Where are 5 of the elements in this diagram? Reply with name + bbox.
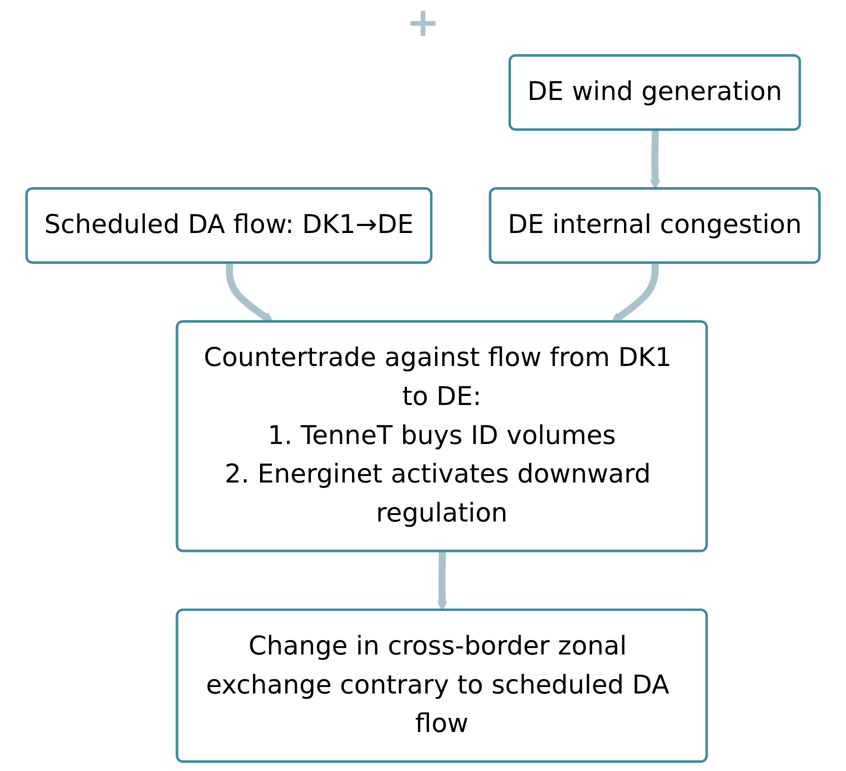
arrow xyxy=(437,551,448,611)
arrow xyxy=(650,130,660,190)
arrow xyxy=(611,263,659,322)
plus-sign: + xyxy=(406,0,440,46)
arrow xyxy=(226,263,274,322)
